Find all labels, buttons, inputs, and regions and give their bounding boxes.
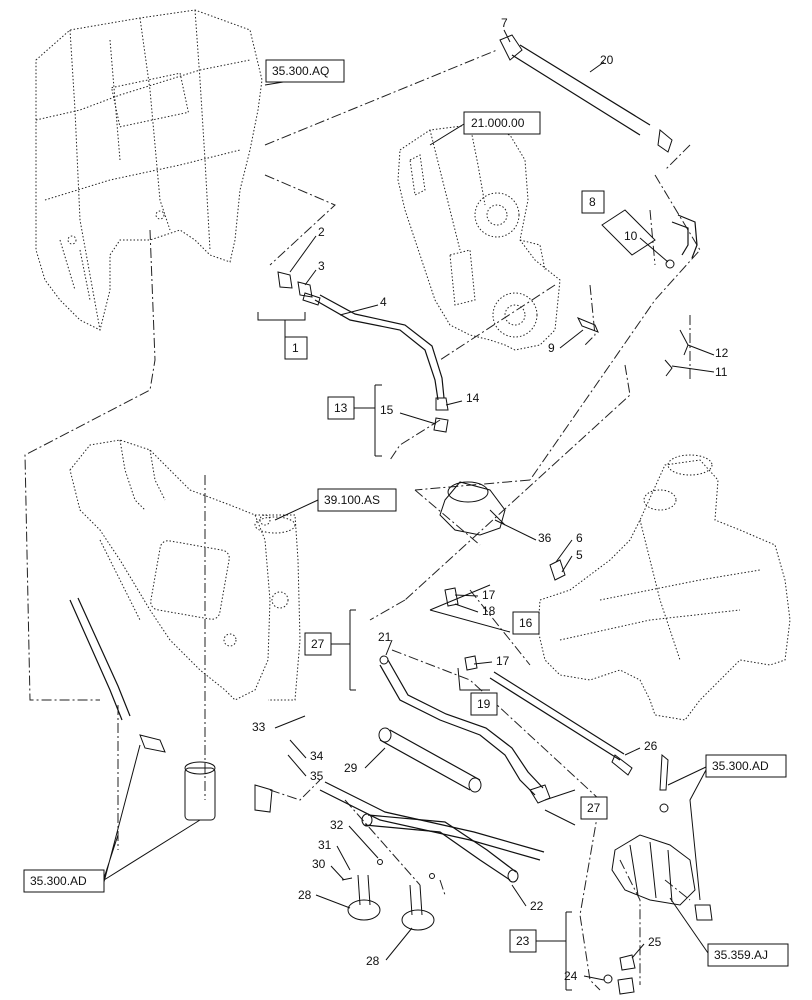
callout-12: 12 [715,346,729,360]
callout-33: 33 [252,720,266,734]
hose-21 [379,659,551,804]
callout-6: 6 [576,531,583,545]
pump-36 [439,481,506,536]
callout-9: 9 [548,341,555,355]
callout-20: 20 [600,53,614,67]
callout-17b: 17 [496,654,510,668]
boxed-numbers: 1 8 13 16 27 19 27 23 [284,190,608,953]
rear-frame-drawing [35,9,263,331]
group-box-13: 13 [334,401,348,415]
callout-30: 30 [312,857,326,871]
callout-28b: 28 [366,954,380,968]
callout-3: 3 [318,259,325,273]
group-box-1: 1 [292,341,299,355]
group-box-16: 16 [519,616,533,630]
callout-2: 2 [318,225,325,239]
line-19 [489,671,633,776]
clamps-28 [341,859,435,931]
callout-5: 5 [576,548,583,562]
filter-assembly [69,597,273,821]
valve-block [611,753,713,921]
callout-29: 29 [344,761,358,775]
elbow-10 [665,214,698,269]
callout-7: 7 [501,16,508,30]
callout-25: 25 [648,935,662,949]
ref-35-300-ad-right: 35.300.AD [712,759,769,773]
callout-4: 4 [380,295,387,309]
callout-21: 21 [378,630,392,644]
ref-35-300-aq: 35.300.AQ [272,64,329,78]
callout-22: 22 [530,899,544,913]
callout-11: 11 [715,365,728,379]
callout-18: 18 [482,604,496,618]
front-frame-drawing [537,454,791,721]
callout-numbers: 7 20 2 3 4 10 9 12 11 15 14 36 6 5 17 18… [252,16,729,983]
main-frame-drawing [69,439,301,701]
callout-17: 17 [482,588,496,602]
fittings-23 [603,954,636,995]
callout-10: 10 [624,229,638,243]
hose-22 [319,781,545,883]
group-box-8: 8 [589,195,596,209]
callout-24: 24 [564,969,578,983]
group-box-23: 23 [516,934,530,948]
reference-boxes: 35.300.AQ 21.000.00 39.100.AS 35.300.AD … [23,59,789,967]
ref-21-000-00: 21.000.00 [471,116,525,130]
hose-20 [499,34,673,153]
group-box-27: 27 [311,637,325,651]
callout-32: 32 [330,818,344,832]
callout-28: 28 [298,888,312,902]
leader-lines [103,29,715,981]
bracket-groups [257,209,656,991]
callout-36: 36 [538,531,552,545]
callout-14: 14 [466,391,480,405]
ref-39-100-as: 39.100.AS [324,493,380,507]
assembly-lines [24,49,701,991]
callout-31: 31 [318,838,332,852]
hose-4 [277,271,449,433]
ref-35-300-ad-left: 35.300.AD [30,874,87,888]
callout-26: 26 [644,739,658,753]
transmission-drawing [397,124,561,351]
callout-15: 15 [380,403,394,417]
ref-35-359-aj: 35.359.AJ [714,948,768,962]
group-box-27b: 27 [587,801,601,815]
callout-35: 35 [310,769,324,783]
sleeve-29 [378,727,482,793]
callout-34: 34 [310,749,324,763]
group-box-19: 19 [477,697,491,711]
